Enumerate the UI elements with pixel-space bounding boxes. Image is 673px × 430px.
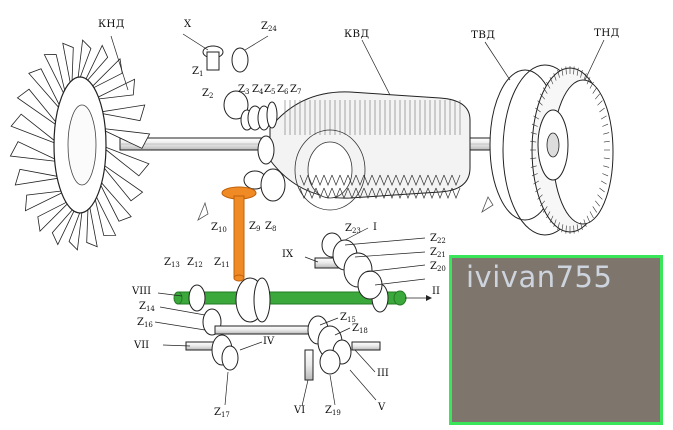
fan-blade <box>96 104 146 122</box>
label-z23: Z23 <box>345 223 361 235</box>
fan-blade <box>24 189 68 212</box>
label-z10: Z10 <box>211 222 227 234</box>
fan-blade <box>16 88 62 129</box>
leader-lines <box>110 33 605 407</box>
label-z22: Z22 <box>430 233 446 245</box>
label-z8: Z8 <box>265 221 277 233</box>
label-tnd: ТНД <box>594 27 620 39</box>
label-z18: Z18 <box>352 323 368 335</box>
fan-blade <box>76 39 92 86</box>
turbines <box>489 64 614 236</box>
label-kvd: КВД <box>344 28 370 40</box>
hp-compressor-rotor <box>269 91 471 211</box>
label-z5: Z5 <box>264 84 276 96</box>
fan-blade <box>88 58 123 91</box>
fan-blade <box>92 190 117 236</box>
fan-blade <box>9 141 61 163</box>
label-r9: IX <box>282 249 294 260</box>
fan-blade <box>37 199 72 232</box>
accessory-gear-cluster <box>314 232 383 300</box>
fan-blade <box>92 78 136 101</box>
flow-arrows <box>197 196 494 221</box>
label-z14: Z14 <box>139 301 155 313</box>
fan-blade <box>28 68 64 113</box>
label-r8: VIII <box>132 286 152 297</box>
label-z20: Z20 <box>430 261 446 273</box>
label-r4: IV <box>263 336 275 347</box>
fan-blade <box>68 204 84 251</box>
highlight-vertical-shaft <box>221 186 257 282</box>
label-z15: Z15 <box>340 312 356 324</box>
label-z12: Z12 <box>187 257 203 269</box>
label-z1: Z1 <box>192 66 204 78</box>
label-r3: III <box>377 368 389 379</box>
label-r5: V <box>378 402 386 413</box>
label-z13: Z13 <box>164 257 180 269</box>
fan-blade <box>86 199 98 248</box>
label-knd: КНД <box>98 18 125 30</box>
label-r2: II <box>432 286 440 297</box>
watermark-text: ivivan755 <box>466 260 613 294</box>
label-z11: Z11 <box>214 257 230 269</box>
fan-blade <box>14 168 64 186</box>
label-x: X <box>184 19 192 30</box>
label-z6: Z6 <box>277 84 289 96</box>
lp-compressor-fan <box>9 39 151 251</box>
label-r6: VI <box>294 405 306 416</box>
fan-blade <box>43 54 68 100</box>
fan-blade <box>10 113 61 146</box>
label-z7: Z7 <box>290 84 302 96</box>
fan-blade <box>62 42 74 91</box>
highlight-horizontal-shaft <box>173 290 432 306</box>
label-z16: Z16 <box>137 317 153 329</box>
label-tvd: ТВД <box>471 29 496 41</box>
label-z17: Z17 <box>214 407 230 419</box>
label-z19: Z19 <box>325 405 341 417</box>
label-z2: Z2 <box>202 88 214 100</box>
lower-gear-train <box>185 308 381 381</box>
shaft-photo-inset <box>449 255 663 425</box>
label-r7: VII <box>134 340 150 351</box>
fan-blade <box>99 144 150 177</box>
fan-blade <box>51 204 78 246</box>
fan-blade <box>98 161 144 202</box>
label-z3: Z3 <box>238 84 250 96</box>
label-z4: Z4 <box>252 84 264 96</box>
fan-blade <box>99 127 151 149</box>
label-r1: I <box>373 222 377 233</box>
fan-blade <box>96 177 132 222</box>
upper-gear-train <box>202 45 286 202</box>
label-z9: Z9 <box>249 221 261 233</box>
label-z24: Z24 <box>261 21 277 33</box>
label-z21: Z21 <box>430 247 446 259</box>
fan-blade <box>82 44 109 86</box>
